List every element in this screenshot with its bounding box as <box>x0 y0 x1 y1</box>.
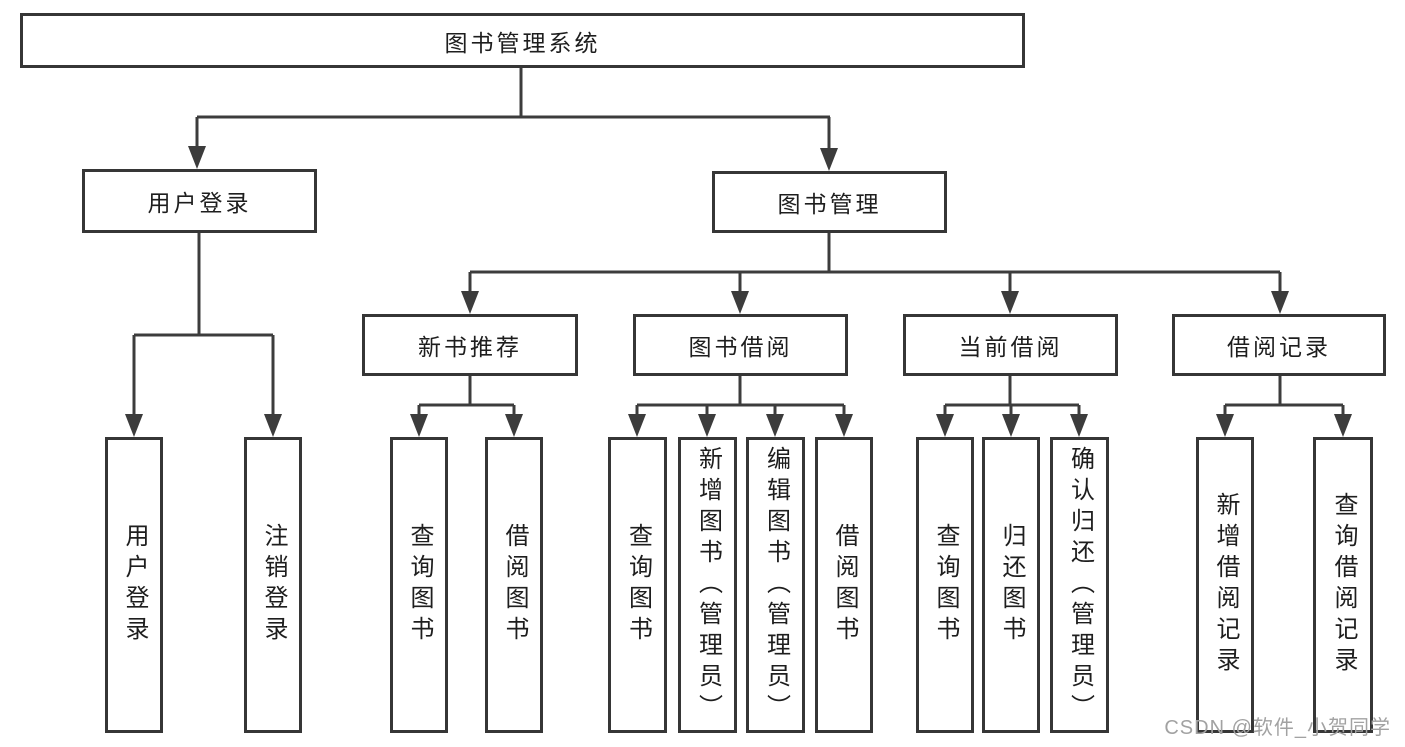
watermark: CSDN @软件_小贺同学 <box>1164 717 1391 739</box>
leaf-confirm-return-admin: 确认归还（管理员） <box>1050 437 1109 733</box>
node-book-management: 图书管理 <box>712 171 947 233</box>
leaf-return-book: 归还图书 <box>982 437 1040 733</box>
leaf-edit-book-admin: 编辑图书（管理员） <box>746 437 805 733</box>
leaf-user-login: 用户登录 <box>105 437 163 733</box>
leaf-query-books-current: 查询图书 <box>916 437 974 733</box>
leaf-query-books-borrow: 查询图书 <box>608 437 667 733</box>
node-user-login: 用户登录 <box>82 169 317 233</box>
leaf-add-borrow-record: 新增借阅记录 <box>1196 437 1254 733</box>
node-borrow-records: 借阅记录 <box>1172 314 1386 376</box>
leaf-add-book-admin: 新增图书（管理员） <box>678 437 737 733</box>
node-book-borrow: 图书借阅 <box>633 314 848 376</box>
node-current-borrow: 当前借阅 <box>903 314 1118 376</box>
leaf-query-borrow-record: 查询借阅记录 <box>1313 437 1373 733</box>
node-new-book-recommend: 新书推荐 <box>362 314 578 376</box>
leaf-query-books-recommend: 查询图书 <box>390 437 448 733</box>
leaf-borrow-books-borrow: 借阅图书 <box>815 437 873 733</box>
leaf-logout: 注销登录 <box>244 437 302 733</box>
node-root-library-system: 图书管理系统 <box>20 13 1025 68</box>
leaf-borrow-books-recommend: 借阅图书 <box>485 437 543 733</box>
